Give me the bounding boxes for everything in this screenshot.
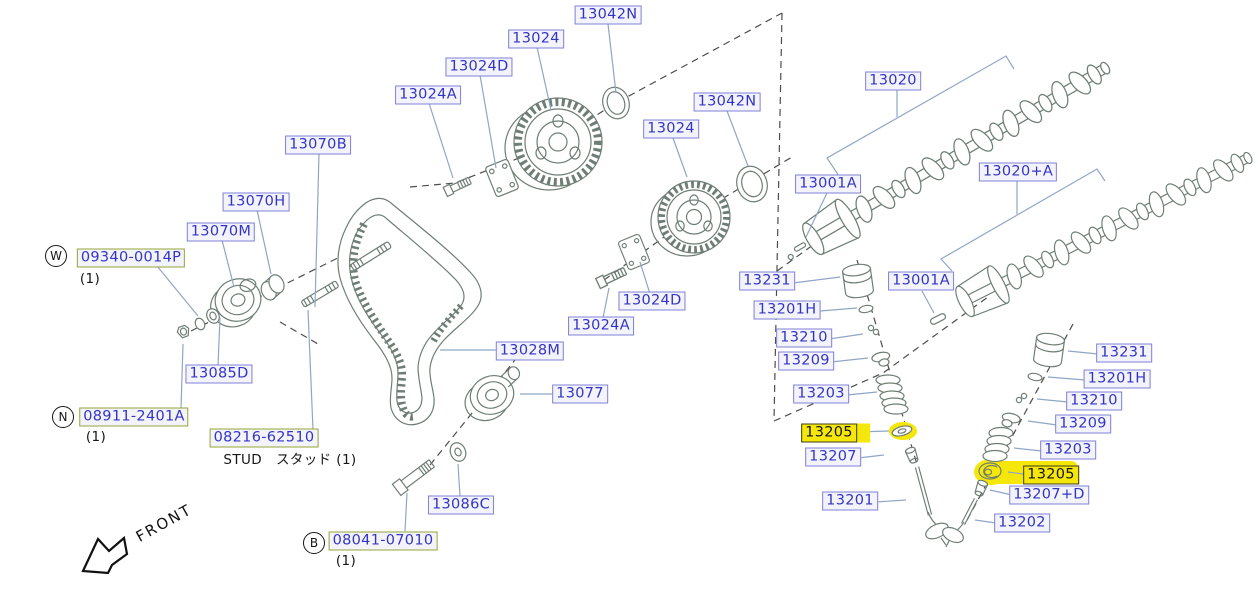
qty-b: (1): [335, 553, 357, 569]
cam-sprocket-2-drawing: [650, 180, 731, 257]
label-13070m[interactable]: 13070M: [186, 222, 256, 242]
note-stud: STUD スタッド (1): [223, 452, 357, 468]
label-13202[interactable]: 13202: [994, 513, 1050, 533]
collets-right-drawing: [1015, 392, 1028, 404]
retainer-left-drawing: [871, 351, 891, 367]
plate-1-drawing: [485, 158, 519, 198]
label-13209-left[interactable]: 13209: [778, 351, 834, 371]
letter-b: B: [303, 532, 325, 554]
label-13077[interactable]: 13077: [552, 384, 608, 404]
tensioner-pulley-drawing: [210, 278, 262, 328]
stud-lower-drawing: [301, 280, 339, 308]
shim-right-drawing: [1027, 372, 1043, 382]
spring-seat-right-drawing: [978, 462, 1002, 480]
seal-2-drawing: [736, 165, 768, 203]
tensioner-spacer-drawing: [260, 274, 285, 301]
label-08041-07010[interactable]: 08041-07010: [328, 531, 438, 551]
valve-lifter-left-drawing: [841, 263, 874, 299]
label-13205-right[interactable]: 13205: [1023, 465, 1079, 485]
label-13201h-left[interactable]: 13201H: [753, 300, 821, 320]
valve-left-drawing: [914, 466, 949, 546]
front-arrow-icon: [81, 535, 129, 575]
label-13024a-mid[interactable]: 13024A: [568, 316, 634, 336]
label-13024a-top[interactable]: 13024A: [395, 85, 461, 105]
label-13085d[interactable]: 13085D: [185, 364, 253, 384]
label-13207-plus-d[interactable]: 13207+D: [1009, 485, 1089, 505]
label-13205-left[interactable]: 13205: [801, 423, 857, 443]
letter-n: N: [52, 406, 74, 428]
valve-seal-right-drawing: [974, 479, 989, 497]
letter-w: W: [45, 245, 67, 267]
dowel-pin-1-drawing: [787, 242, 807, 261]
label-13070b[interactable]: 13070B: [285, 135, 351, 155]
label-13001a-top[interactable]: 13001A: [795, 174, 861, 194]
label-13028m[interactable]: 13028M: [495, 341, 565, 361]
shim-left-drawing: [858, 304, 874, 314]
valve-seal-left-drawing: [904, 446, 919, 464]
label-08216-62510[interactable]: 08216-62510: [209, 428, 319, 448]
seal-1-drawing: [602, 86, 630, 120]
dowel-pin-2-drawing: [929, 313, 947, 325]
collets-left-drawing: [867, 324, 880, 336]
label-13001a-right[interactable]: 13001A: [888, 271, 954, 291]
nut-washers-drawing: [176, 308, 220, 339]
label-13203-left[interactable]: 13203: [793, 384, 849, 404]
spring-seat-left-drawing: [891, 425, 913, 437]
bolt-1-drawing: [442, 176, 472, 198]
qty-n: (1): [85, 429, 107, 445]
label-13210-right[interactable]: 13210: [1066, 391, 1122, 411]
plate-2-drawing: [618, 233, 650, 271]
idler-pulley-drawing: [464, 366, 521, 422]
stud-upper-drawing: [350, 241, 392, 271]
label-13201[interactable]: 13201: [822, 491, 878, 511]
label-13231-left[interactable]: 13231: [739, 271, 795, 291]
label-13207[interactable]: 13207: [805, 447, 861, 467]
cam-sprocket-1-drawing: [504, 97, 603, 191]
label-09340-0014p[interactable]: 09340-0014P: [76, 248, 186, 268]
label-13203-right[interactable]: 13203: [1040, 440, 1096, 460]
spring-right-drawing: [982, 426, 1014, 463]
label-13201h-right[interactable]: 13201H: [1083, 369, 1151, 389]
label-13020-plus-a[interactable]: 13020+A: [978, 162, 1058, 182]
label-13070h[interactable]: 13070H: [222, 192, 290, 212]
label-13020[interactable]: 13020: [865, 71, 921, 91]
valve-right-drawing: [942, 497, 978, 548]
retainer-right-drawing: [1001, 412, 1021, 428]
idler-bolt-drawing: [391, 459, 435, 497]
qty-w: (1): [79, 271, 101, 287]
label-13042n-top[interactable]: 13042N: [574, 5, 642, 25]
camshaft-1-drawing: [796, 46, 1121, 262]
idler-washer-drawing: [449, 442, 467, 462]
label-08911-2401a[interactable]: 08911-2401A: [79, 407, 189, 427]
label-13209-right[interactable]: 13209: [1055, 414, 1111, 434]
bolt-2-drawing: [594, 266, 628, 290]
leader-lines: [156, 23, 1106, 532]
label-13024d-top[interactable]: 13024D: [445, 57, 513, 77]
label-13210-left[interactable]: 13210: [776, 328, 832, 348]
label-13024d-mid[interactable]: 13024D: [618, 291, 686, 311]
label-13024-mid[interactable]: 13024: [643, 119, 699, 139]
timing-belt-drawing: [337, 197, 482, 426]
spring-left-drawing: [875, 374, 909, 415]
label-13231-right[interactable]: 13231: [1096, 343, 1152, 363]
label-13024-top[interactable]: 13024: [508, 29, 564, 49]
label-13086c[interactable]: 13086C: [427, 495, 495, 515]
label-13042n-mid[interactable]: 13042N: [693, 92, 761, 112]
valve-lifter-right-drawing: [1033, 332, 1066, 368]
